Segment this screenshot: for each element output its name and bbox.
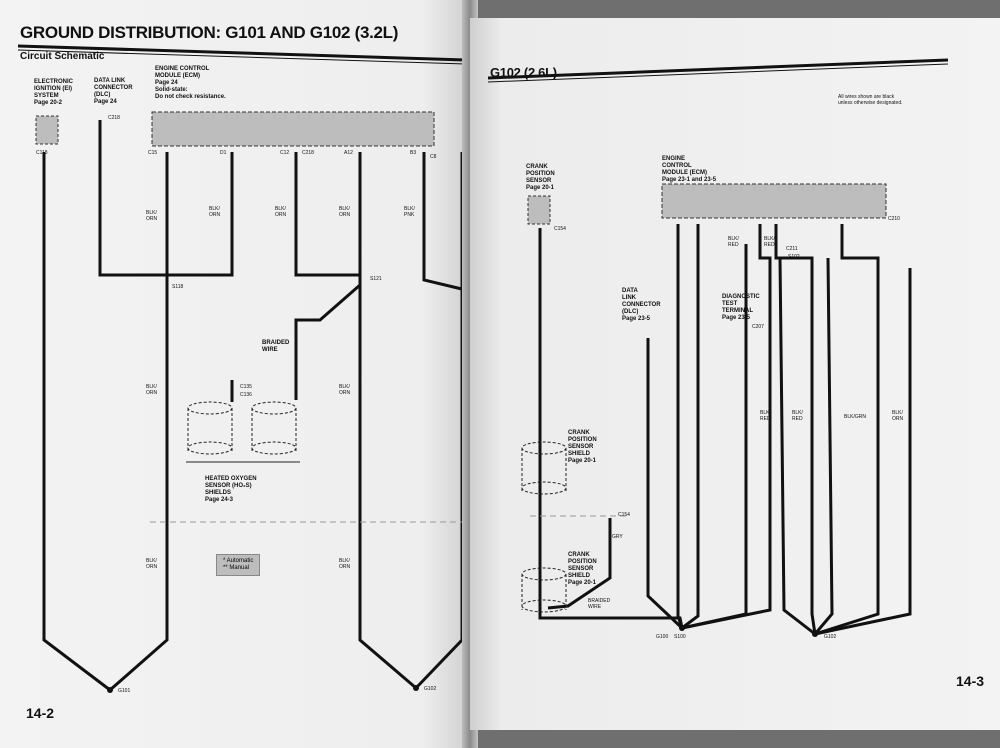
shield-label: CRANK POSITION SENSOR SHIELD Page 20-1 bbox=[568, 552, 597, 586]
connector-label: C210 bbox=[888, 216, 900, 222]
dlc-label: DATA LINK CONNECTOR (DLC) Page 24 bbox=[94, 78, 133, 105]
wire-label: BLK/GRN bbox=[844, 414, 866, 420]
wire-label: BLK/ ORN bbox=[339, 206, 351, 218]
connector-label: C207 bbox=[752, 324, 764, 330]
wire-label: BLK/ ORN bbox=[209, 206, 221, 218]
right-page: G102 (2.6L) All wires shown are black un… bbox=[470, 18, 1000, 730]
braided-wire-label: BRAIDED WIRE bbox=[262, 340, 290, 353]
wire-label: BLK/ PNK bbox=[404, 206, 415, 218]
connector-label: C118 bbox=[36, 150, 48, 156]
wire-label: BLK/ ORN bbox=[339, 384, 351, 396]
ckp-sensor-label: CRANK POSITION SENSOR Page 20-1 bbox=[526, 164, 555, 191]
connector-label: S100 bbox=[674, 634, 686, 640]
page-number: 14-3 bbox=[956, 673, 985, 689]
page-number: 14-2 bbox=[26, 705, 55, 721]
connector-label: C154 bbox=[554, 226, 566, 232]
connector-label: C135 bbox=[240, 384, 252, 390]
left-schematic bbox=[17, 44, 470, 693]
left-page: GROUND DISTRIBUTION: G101 AND G102 (3.2L… bbox=[0, 0, 470, 748]
wire-label: BLK/ RED bbox=[760, 410, 771, 422]
page-title: G102 (2.6L) bbox=[490, 65, 557, 80]
ei-system-label: ELECTRONIC IGNITION (EI) SYSTEM Page 20-… bbox=[34, 79, 73, 106]
shield-label: CRANK POSITION SENSOR SHIELD Page 20-1 bbox=[568, 430, 597, 464]
wire-label: BLK/ ORN bbox=[339, 558, 351, 570]
ground-label: G102 bbox=[824, 634, 837, 640]
note-text: All wires shown are black unless otherwi… bbox=[838, 94, 903, 106]
wire-label: BLK/ ORN bbox=[275, 206, 287, 218]
right-schematic bbox=[487, 58, 949, 637]
connector-label: C15 bbox=[148, 150, 158, 156]
connector-label: S102 bbox=[788, 254, 800, 260]
connector-label: C154 bbox=[618, 512, 630, 518]
connector-label: A12 bbox=[344, 150, 353, 156]
ground-label: G101 bbox=[118, 688, 131, 694]
ground-label: G100 bbox=[656, 634, 669, 640]
dlc-label: DATA LINK CONNECTOR (DLC) Page 23-5 bbox=[622, 288, 661, 322]
wire-label: GRY bbox=[612, 534, 623, 540]
ground-label: G102 bbox=[424, 686, 437, 692]
connector-label: C12 bbox=[280, 150, 290, 156]
wire-label: BLK/ ORN bbox=[892, 410, 904, 422]
legend-box: * Automatic ** Manual bbox=[216, 554, 261, 576]
connector-label: S118 bbox=[172, 284, 184, 290]
page-title: GROUND DISTRIBUTION: G101 AND G102 (3.2L… bbox=[20, 23, 399, 42]
connector-label: C211 bbox=[786, 246, 798, 252]
wire-label: BLK/ RED bbox=[728, 236, 739, 248]
connector-label: B3 bbox=[410, 150, 417, 156]
connector-label: S121 bbox=[370, 276, 382, 282]
connector-label: C218 bbox=[302, 150, 314, 156]
connector-label: C218 bbox=[108, 115, 120, 121]
connector-label: D1 bbox=[220, 150, 227, 156]
connector-label: C136 bbox=[240, 392, 252, 398]
wire-label: BLK/ RED bbox=[792, 410, 803, 422]
wire-label: BLK/ RED bbox=[764, 236, 775, 248]
wire-label: BLK/ ORN bbox=[146, 384, 158, 396]
wire-label: BLK/ ORN bbox=[146, 558, 158, 570]
wire-label: BLK/ ORN bbox=[146, 210, 158, 222]
braided-wire-label: BRAIDED WIRE bbox=[588, 598, 611, 610]
page-subtitle: Circuit Schematic bbox=[20, 51, 105, 62]
ecm-label: ENGINE CONTROL MODULE (ECM) Page 24 Soli… bbox=[155, 66, 226, 100]
connector-label: C8 bbox=[430, 154, 437, 160]
ho2s-label: HEATED OXYGEN SENSOR (HO₂S) SHIELDS Page… bbox=[205, 476, 257, 503]
diag-terminal-label: DIAGNOSTIC TEST TERMINAL Page 23-5 bbox=[722, 294, 760, 321]
ecm-label: ENGINE CONTROL MODULE (ECM) Page 23-1 an… bbox=[662, 156, 717, 183]
